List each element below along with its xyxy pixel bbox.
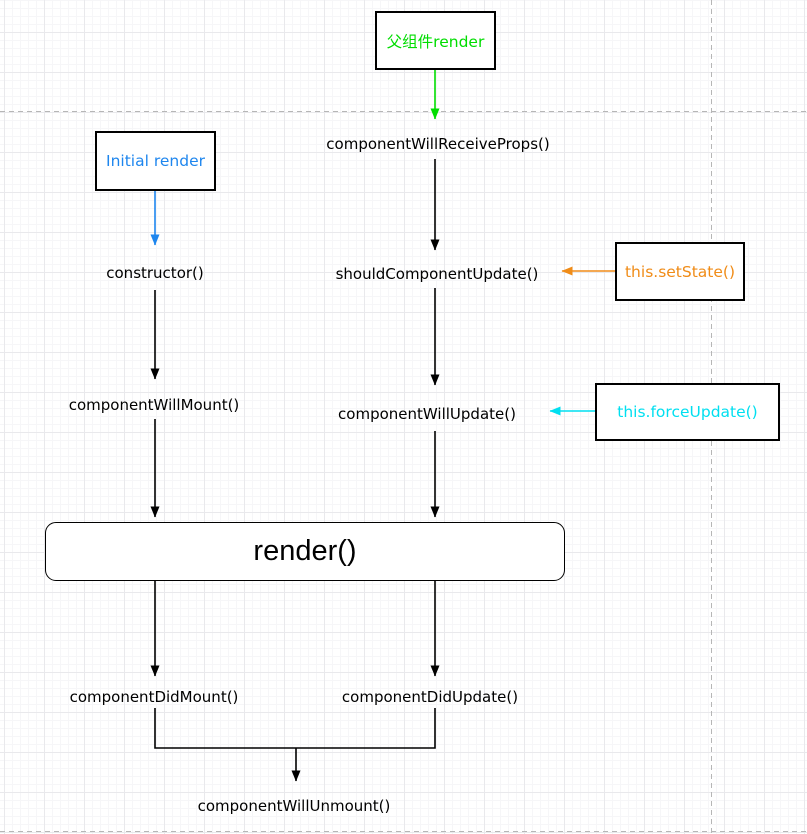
node-initial-render[interactable]: Initial render (95, 131, 216, 191)
node-this-forceupdate[interactable]: this.forceUpdate() (595, 383, 780, 441)
node-render[interactable]: render() (45, 522, 565, 581)
edge-join-connector (154, 708, 436, 749)
node-this-setstate[interactable]: this.setState() (615, 242, 745, 301)
node-componentdidupdate[interactable]: componentDidUpdate() (341, 688, 519, 706)
node-componentwillreceiveprops[interactable]: componentWillReceiveProps() (326, 135, 550, 153)
node-constructor[interactable]: constructor() (106, 264, 204, 282)
node-shouldcomponentupdate[interactable]: shouldComponentUpdate() (335, 265, 539, 283)
node-componentwillmount[interactable]: componentWillMount() (68, 396, 240, 414)
node-componentwillunmount[interactable]: componentWillUnmount() (197, 797, 391, 815)
node-componentdidmount[interactable]: componentDidMount() (69, 688, 239, 706)
node-parent-render[interactable]: 父组件render (375, 11, 496, 70)
node-componentwillupdate[interactable]: componentWillUpdate() (338, 405, 516, 423)
